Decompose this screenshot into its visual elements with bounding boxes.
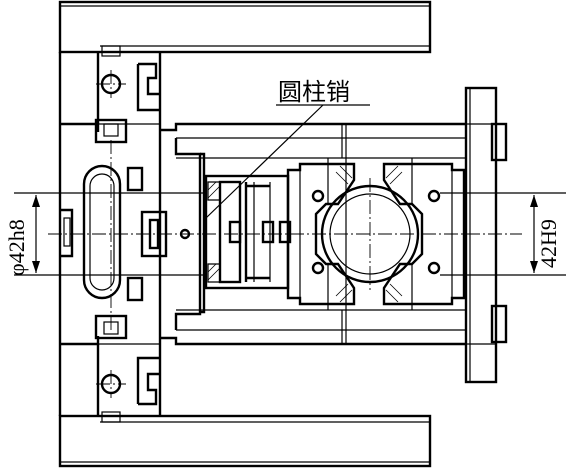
callout-label: 圆柱销 (278, 78, 350, 106)
bottom-rail (58, 414, 432, 468)
callout: 圆柱销 (205, 78, 370, 219)
cylindrical-pin-1 (228, 220, 242, 244)
obround-slot (82, 164, 122, 300)
cylindrical-pin-3 (278, 220, 292, 244)
pin-block (204, 174, 292, 290)
dimension-left-label: φ42h8 (4, 219, 29, 276)
centerlines (48, 140, 522, 330)
dimension-right-label: 42H9 (536, 219, 561, 268)
slide-housing (160, 122, 466, 346)
dimension-left: φ42h8 (4, 192, 206, 276)
cylindrical-pin-2 (261, 220, 275, 244)
right-end-plate (464, 86, 508, 384)
dimension-right: 42H9 (440, 192, 566, 276)
top-rail (58, 0, 432, 54)
